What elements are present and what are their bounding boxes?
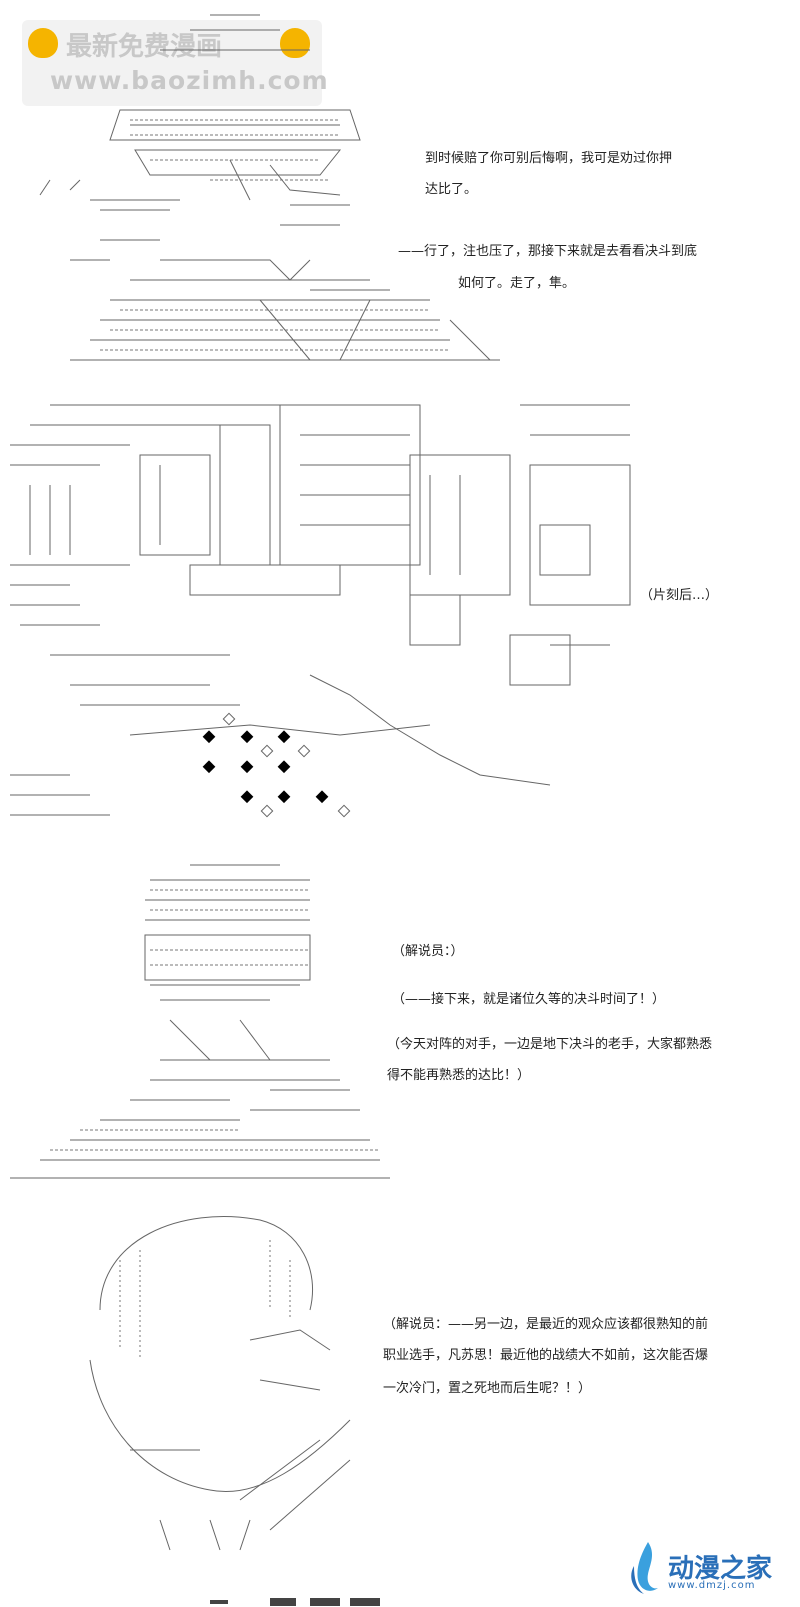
dialogue-line: 如何了。走了，隼。 (458, 276, 576, 291)
announcer-line: 职业选手，凡苏思！最近他的战绩大不如前，这次能否爆 (383, 1348, 709, 1363)
announcer-line: 一次冷门，置之死地而后生呢？！） (383, 1381, 592, 1396)
announcer-line: 得不能再熟悉的达比！） (387, 1068, 531, 1083)
watermark-banner: 最新免费漫画 www.baozimh.com (22, 20, 328, 106)
dialogue-line: ——行了，注也压了，那接下来就是去看看决斗到底 (398, 244, 698, 259)
watermark-url: www.baozimh.com (50, 66, 329, 95)
dmzj-logo-icon (631, 1542, 658, 1594)
announcer-line: （解说员：——另一边，是最近的观众应该都很熟知的前 (383, 1317, 709, 1332)
announcer-line: （——接下来，就是诸位久等的决斗时间了！） (392, 992, 666, 1007)
panel3-ascii-art (10, 864, 390, 1179)
cropped-text-fragment (210, 1598, 380, 1606)
watermark-title: 最新免费漫画 (66, 32, 223, 62)
pointing-hand-icon (280, 28, 310, 58)
announcer-label: （解说员：） (392, 944, 464, 959)
dialogue-line: 到时候赔了你可别后悔啊，我可是劝过你押 (425, 151, 673, 166)
dialogue-line: 达比了。 (425, 182, 478, 197)
panel1-ascii-art (39, 14, 500, 361)
dmzj-logo-text: 动漫之家 (668, 1554, 773, 1584)
panel2-ascii-art (10, 404, 631, 818)
pointing-hand-icon (28, 28, 58, 58)
announcer-line: （今天对阵的对手，一边是地下决斗的老手，大家都熟悉 (387, 1037, 713, 1052)
dmzj-logo-url: www.dmzj.com (668, 1580, 756, 1591)
time-caption: （片刻后…） (640, 588, 719, 603)
panel4-ascii-art (89, 1216, 351, 1551)
